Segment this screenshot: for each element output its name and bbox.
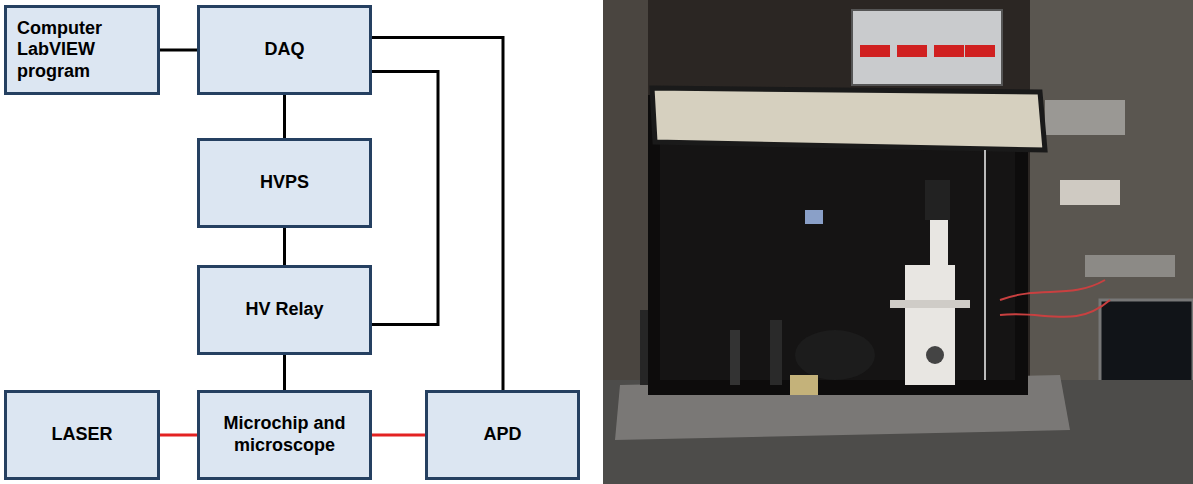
signal-wire	[283, 95, 286, 138]
display	[934, 45, 964, 57]
instrument	[1085, 255, 1175, 277]
microscope-arm	[930, 220, 948, 270]
optical-path	[160, 434, 197, 437]
rod	[984, 150, 986, 380]
eyepiece	[925, 180, 950, 220]
microscope-stage	[890, 300, 970, 308]
process-box: APD	[425, 390, 580, 480]
optical-post	[770, 320, 782, 385]
microscope-body	[905, 265, 955, 385]
cloth-roll	[652, 88, 1045, 150]
cable-bundle	[795, 330, 875, 380]
display	[965, 45, 995, 57]
signal-wire	[283, 228, 286, 265]
process-box: HV Relay	[197, 265, 372, 355]
signal-wire	[283, 355, 286, 390]
detector-box	[790, 375, 818, 395]
box-label: LASER	[51, 424, 112, 446]
display	[860, 45, 890, 57]
enclosure-interior	[660, 140, 1015, 380]
photo-background	[603, 0, 1193, 484]
box-label: HV Relay	[245, 299, 323, 321]
cable	[1000, 300, 1110, 317]
instrument	[1045, 100, 1125, 135]
controller	[852, 10, 1002, 85]
box-label: HVPS	[260, 172, 309, 194]
box-label: Microchip and microscope	[210, 413, 359, 456]
optical-path	[372, 434, 425, 437]
optical-post	[730, 330, 740, 385]
process-box: Microchip and microscope	[197, 390, 372, 480]
signal-wire	[372, 37, 503, 390]
display	[897, 45, 927, 57]
instrument	[1060, 180, 1120, 205]
process-box: DAQ	[197, 5, 372, 95]
process-box: HVPS	[197, 138, 372, 228]
signal-wire	[160, 49, 197, 52]
focus-knob	[926, 346, 944, 364]
cable	[1000, 280, 1105, 300]
optical-post	[640, 310, 648, 385]
box-label: DAQ	[265, 39, 305, 61]
optic-mount	[805, 210, 823, 224]
box-label: APD	[483, 424, 521, 446]
process-box: LASER	[4, 390, 160, 480]
box-label: Computer LabVIEW program	[17, 18, 147, 83]
signal-wire	[372, 72, 438, 325]
process-box: Computer LabVIEW program	[4, 5, 160, 95]
